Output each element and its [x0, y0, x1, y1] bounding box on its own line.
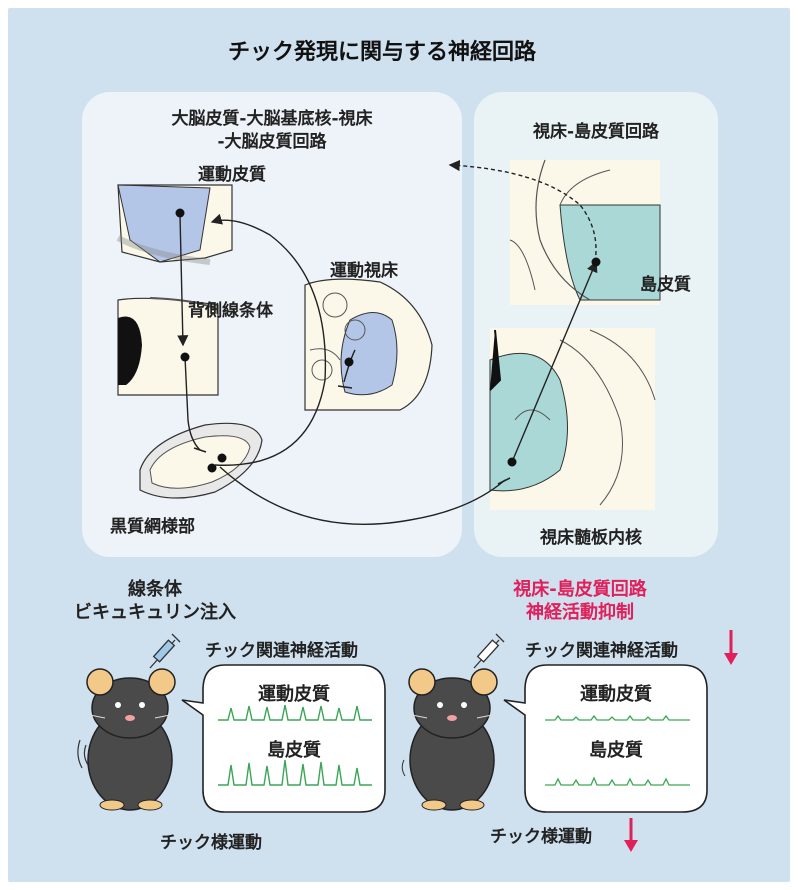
label-tic-activity-left: チック関連神経活動	[205, 641, 358, 661]
label-substantia-nigra: 黒質網様部	[110, 517, 195, 537]
label-bicuculline: ビキュキュリン注入	[74, 602, 236, 623]
label-insula: 島皮質	[640, 275, 691, 295]
bubble-left-motor: 運動皮質	[258, 684, 330, 705]
inhibitory-terminals	[193, 385, 511, 485]
circuit-connections	[177, 159, 598, 525]
mouse-icon	[401, 668, 498, 811]
bubble-right-motor: 運動皮質	[580, 684, 652, 705]
trace-insula-suppressed	[545, 776, 690, 786]
syringe-icon	[149, 633, 181, 669]
trace-motor-suppressed	[545, 714, 690, 721]
label-thalamo-insular: 視床-島皮質回路	[513, 579, 647, 600]
bubble-left-insula: 島皮質	[267, 740, 321, 761]
right-panel-title: 視床-島皮質回路	[532, 122, 660, 142]
label-dorsal-striatum: 背側線条体	[188, 301, 273, 321]
intralaminar-slice	[489, 328, 656, 510]
motor-thalamus-slice	[304, 278, 433, 411]
syringe-icon	[473, 633, 505, 669]
motor-cortex-slice	[116, 184, 233, 265]
label-suppression: 神経活動抑制	[526, 602, 634, 623]
left-panel-title-line2: -大脳皮質回路	[217, 132, 327, 152]
trace-insula-active	[218, 759, 372, 786]
label-motor-thalamus: 運動視床	[330, 261, 398, 281]
down-arrow-icon	[724, 630, 738, 665]
label-tic-behavior-left: チック様運動	[160, 833, 262, 853]
label-tic-activity-right: チック関連神経活動	[525, 641, 678, 661]
label-motor-cortex: 運動皮質	[198, 165, 266, 185]
label-intralaminar: 視床髄板内核	[540, 528, 642, 548]
speech-bubble-icon	[503, 664, 708, 813]
neuron-dots	[175, 208, 601, 473]
insula-slice	[509, 159, 661, 305]
down-arrow-icon	[624, 818, 638, 852]
trace-motor-active	[218, 704, 372, 721]
label-striatum: 線条体	[128, 579, 182, 600]
figure-title: チック発現に関与する神経回路	[228, 40, 537, 65]
striatum-slice	[117, 297, 219, 396]
mouse-icon	[77, 668, 176, 811]
left-panel-title-line1: 大脳皮質-大脳基底核-視床	[171, 109, 373, 129]
substantia-nigra-slice	[139, 422, 263, 499]
label-tic-behavior-right: チック様運動	[490, 827, 592, 847]
bubble-right-insula: 島皮質	[589, 740, 643, 761]
